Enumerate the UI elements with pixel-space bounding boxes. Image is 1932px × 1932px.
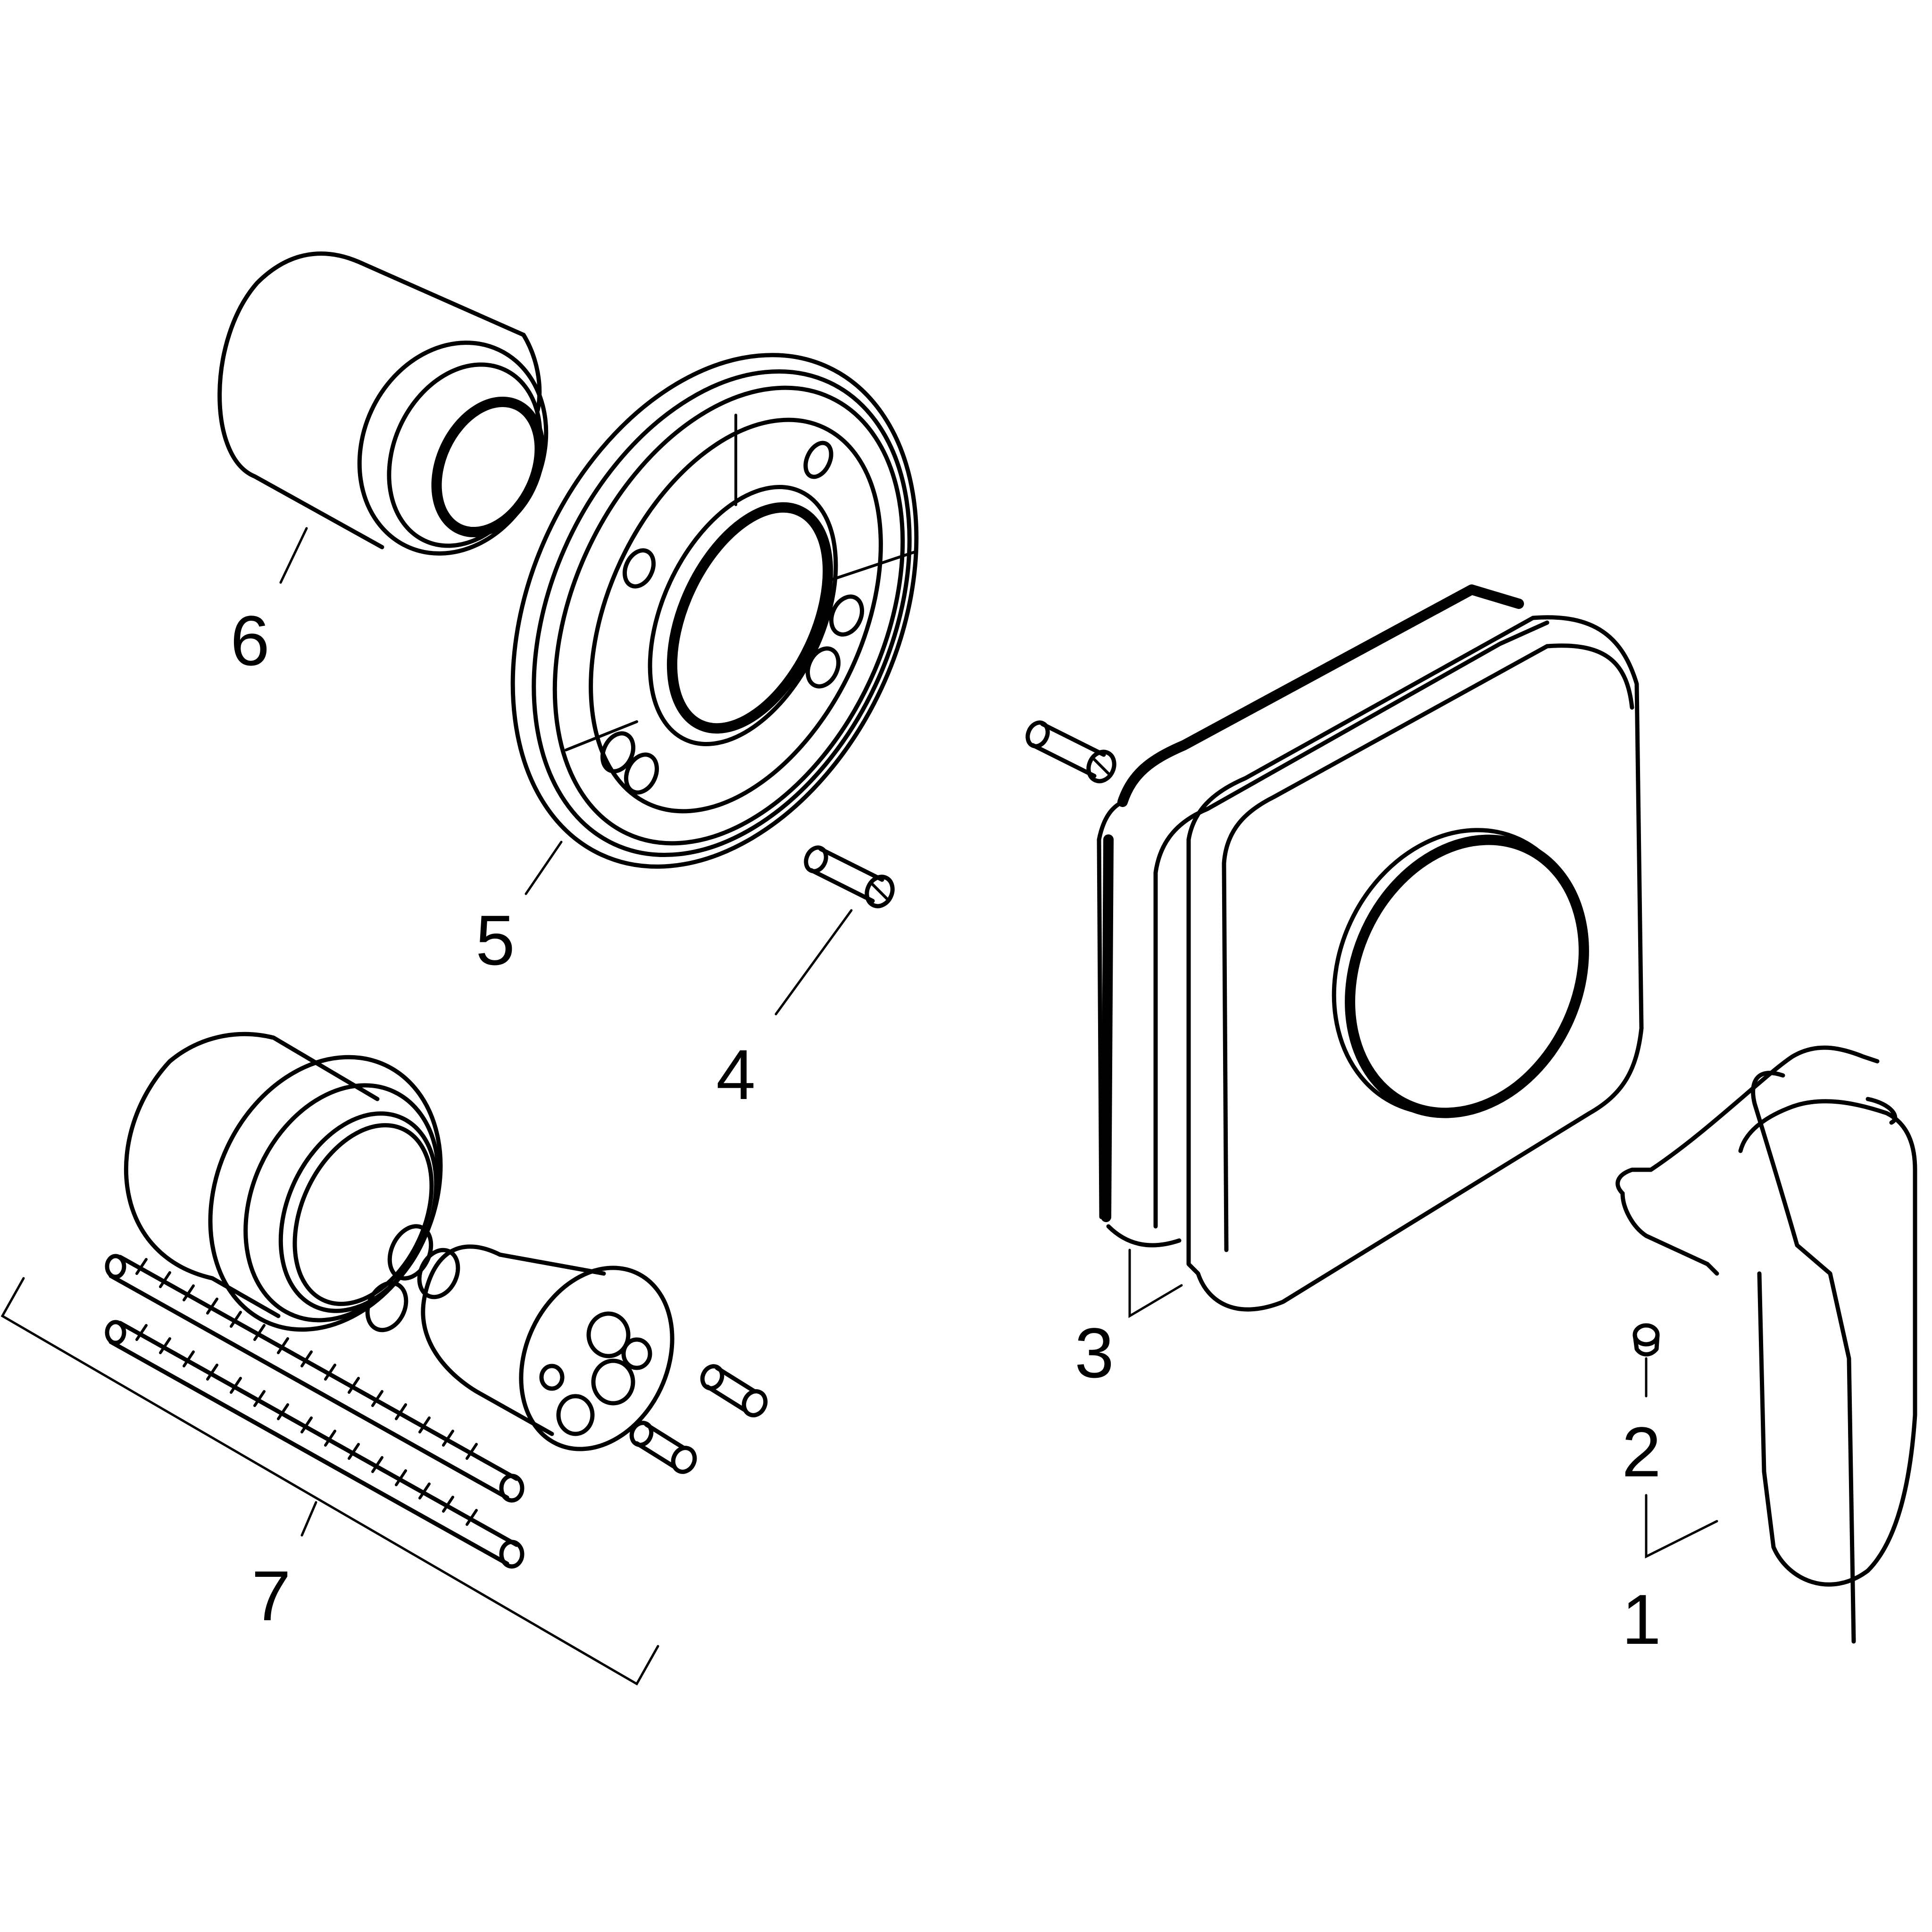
part-label-5: 5 (475, 900, 515, 980)
leader-6 (279, 527, 308, 584)
leader-5 (525, 841, 563, 895)
part-5-mounting-plate (510, 353, 919, 869)
part-label-3: 3 (1074, 1313, 1114, 1392)
leader-1 (1645, 1494, 1718, 1559)
part-label-4: 4 (716, 1035, 755, 1114)
leader-3 (1128, 1249, 1183, 1318)
part-2-grub-screw (1632, 1323, 1660, 1357)
leader-7 (300, 1501, 317, 1537)
leader-4 (774, 909, 853, 1016)
part-labels: 6 5 4 3 2 1 7 (230, 601, 1661, 1659)
part-7-valve-body-kit (105, 1032, 768, 1569)
bracket-7 (0, 1277, 659, 1686)
part-3-cover-plate (1097, 584, 1644, 1312)
part-4-pins (804, 720, 1116, 908)
part-label-2: 2 (1622, 1412, 1661, 1491)
part-1-lever-handle (1616, 1045, 1917, 1644)
part-label-6: 6 (230, 601, 269, 680)
part-label-1: 1 (1622, 1580, 1661, 1659)
leader-lines (0, 527, 1718, 1686)
part-label-7: 7 (251, 1556, 291, 1635)
part-6-sleeve (217, 251, 549, 556)
